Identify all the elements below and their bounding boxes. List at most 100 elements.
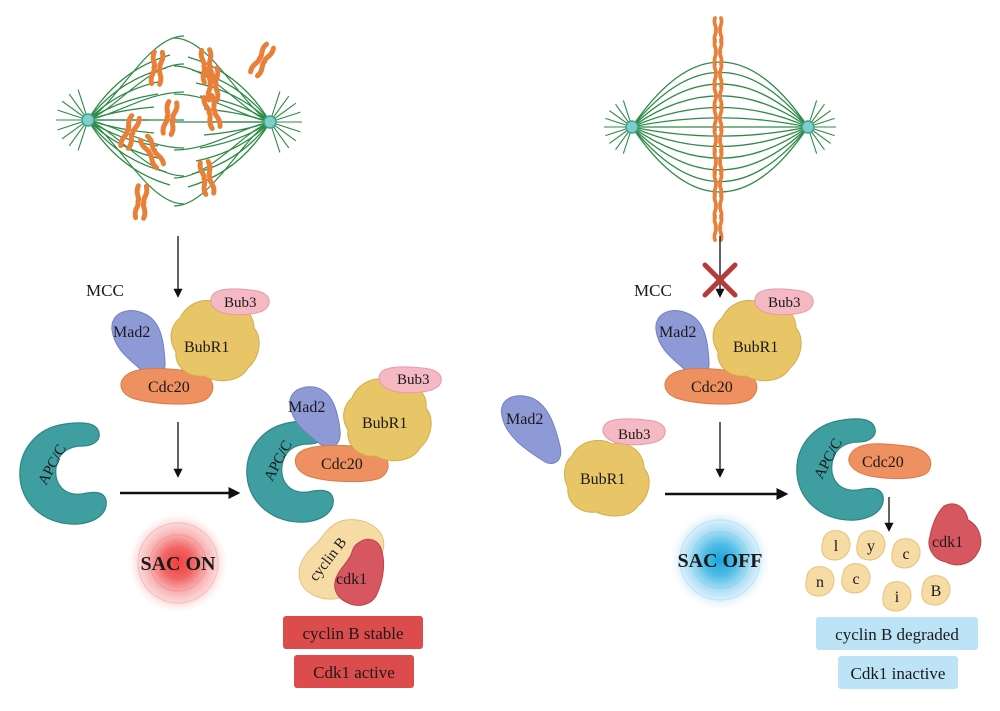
inhibition-cross-icon: [702, 262, 738, 298]
cyclin-fragment: l: [821, 530, 851, 561]
left-status-cyclin-stable: cyclin B stable: [283, 616, 423, 649]
centrosome: [263, 115, 277, 129]
left-status-cdk1-active: Cdk1 active: [294, 655, 414, 688]
right-free-mad2: [500, 395, 562, 464]
microtubule: [87, 119, 185, 205]
right-free-mad2-label: Mad2: [506, 411, 543, 428]
right-mcc-bubr1-label: BubR1: [733, 339, 778, 356]
chromosome: [138, 133, 166, 171]
left-cyclin-cdk1: cyclin B cdk1: [298, 519, 385, 606]
right-free-bubr1: [564, 440, 650, 517]
cyclin-fragment-letter: i: [895, 589, 900, 606]
right-status-cdk1-inactive-text: Cdk1 inactive: [851, 664, 946, 683]
right-mcc-mad2-label: Mad2: [659, 324, 696, 341]
microtubule: [187, 56, 271, 123]
right-cdc20: [848, 443, 932, 480]
left-bound-complex: APC/C Mad2 BubR1 Bub3 Cdc20: [246, 366, 442, 523]
chromosome: [118, 113, 142, 151]
microtubule: [187, 121, 271, 188]
left-mcc-mad2-label: Mad2: [113, 324, 150, 341]
right-cdc20-label: Cdc20: [862, 454, 904, 471]
left-bound-mad2: [289, 386, 341, 448]
left-mcc-mad2: [111, 310, 166, 378]
right-mcc-cdc20-label: Cdc20: [691, 379, 733, 396]
chromosome: [712, 60, 724, 88]
right-mcc-bub3-label: Bub3: [768, 295, 801, 311]
chromosome: [712, 192, 724, 220]
microtubule: [173, 121, 271, 151]
left-mcc-bub3-label: Bub3: [224, 295, 257, 311]
cyclin-fragment: n: [805, 566, 835, 597]
left-bound-cdc20-label: Cdc20: [321, 456, 363, 473]
chromosome: [248, 41, 276, 79]
left-mcc-label: MCC: [86, 281, 124, 300]
cyclin-fragment: y: [856, 530, 886, 561]
right-free-bubr1-label: BubR1: [580, 471, 625, 488]
right-status-cyclin-degraded: cyclin B degraded: [816, 617, 978, 650]
right-free-bub3-label: Bub3: [618, 427, 651, 443]
microtubule: [195, 82, 271, 123]
cyclin-fragment: c: [841, 563, 871, 594]
microtubule: [87, 35, 185, 121]
chromosome: [132, 183, 150, 221]
cyclin-fragment-letter: B: [931, 583, 942, 600]
chromosome: [712, 82, 724, 110]
microtubule: [87, 91, 185, 121]
chromosome: [712, 214, 724, 242]
sac-on-label: SAC ON: [140, 553, 216, 575]
microtubule: [173, 93, 271, 123]
left-status-cyclin-stable-text: cyclin B stable: [302, 624, 403, 643]
cyclin-fragment-letter: c: [902, 546, 909, 563]
chromosome: [712, 104, 724, 132]
left-mcc-complex: Mad2 BubR1 Bub3 Cdc20: [111, 288, 270, 405]
right-cdk1-label: cdk1: [932, 534, 963, 551]
left-cdk1-label: cdk1: [336, 571, 367, 588]
left-mcc-cdc20-label: Cdc20: [148, 379, 190, 396]
cyclin-fragment-letter: c: [852, 571, 859, 588]
cyclin-fragment: c: [891, 538, 921, 569]
right-apc: [796, 418, 884, 521]
left-scattered-chromosomes: [118, 41, 276, 221]
right-status-cdk1-inactive: Cdk1 inactive: [838, 656, 958, 689]
right-mcc-label: MCC: [634, 281, 672, 300]
microtubule: [87, 119, 185, 177]
chromosome: [197, 159, 217, 197]
chromosome: [712, 148, 724, 176]
left-mcc-bub3: [210, 288, 270, 316]
cyclin-fragment: i: [882, 581, 912, 612]
chromosome: [160, 99, 180, 137]
microtubule: [87, 119, 171, 186]
left-apc-free: APC/C: [19, 422, 107, 525]
microtubule: [173, 121, 271, 179]
chromosome: [201, 93, 223, 131]
chromosome: [712, 170, 724, 198]
left-bound-mad2-label: Mad2: [288, 399, 325, 416]
cyclin-fragment-letter: n: [816, 574, 824, 591]
right-status-cyclin-degraded-text: cyclin B degraded: [835, 625, 959, 644]
sac-on-indicator: SAC ON: [126, 511, 230, 615]
left-bound-bubr1-label: BubR1: [362, 415, 407, 432]
cyclin-fragment-letter: l: [834, 538, 839, 555]
centrosome: [801, 120, 815, 134]
left-bound-bub3: [378, 366, 442, 394]
centrosome: [81, 113, 95, 127]
right-free-checkpoint-proteins: Mad2 BubR1 Bub3: [500, 395, 666, 517]
left-mcc-cdc20: [120, 368, 214, 405]
left-bound-bub3-label: Bub3: [397, 372, 430, 388]
right-mcc-complex: Mad2 BubR1 Bub3 Cdc20: [655, 288, 814, 405]
microtubule: [87, 67, 167, 121]
chromosome: [712, 38, 724, 66]
right-cdk1: cdk1: [928, 503, 982, 566]
chromosome: [712, 126, 724, 154]
left-mcc-bubr1-label: BubR1: [184, 339, 229, 356]
right-mcc-bub3: [754, 288, 814, 316]
left-status-cdk1-active-text: Cdk1 active: [313, 663, 395, 682]
microtubule: [173, 65, 271, 123]
left-cdk1: [334, 538, 385, 606]
cyclin-fragment: B: [921, 575, 951, 606]
right-aligned-chromosomes: [712, 16, 724, 242]
microtubule: [173, 37, 271, 123]
